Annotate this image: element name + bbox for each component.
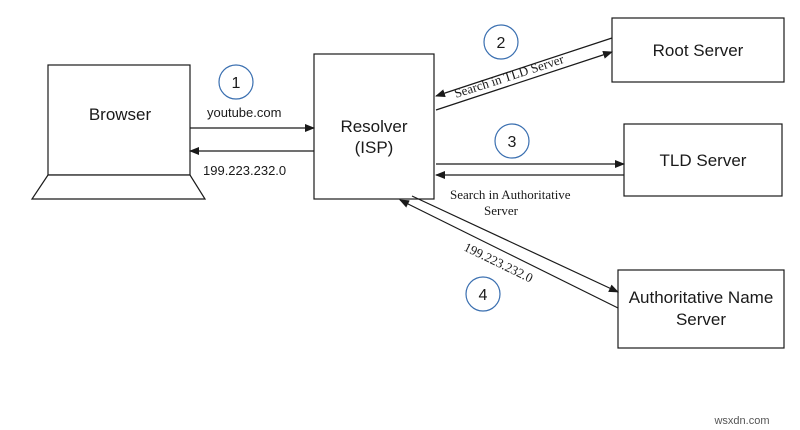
watermark: wsxdn.com — [713, 415, 769, 427]
step-3-number: 3 — [508, 134, 517, 151]
resolver-box: Resolver (ISP) — [313, 53, 435, 200]
tld-server-label: TLD Server — [660, 151, 747, 170]
step-2-number: 2 — [497, 35, 506, 52]
authoritative-server-box: Authoritative Name Server — [617, 269, 785, 349]
arrow-authoritative-to-resolver — [399, 199, 619, 309]
label-search-authoritative: Search in Authoritative — [450, 187, 571, 202]
label-ip-from-authoritative: 199.223.232.0 — [462, 239, 536, 285]
authoritative-server-label: Authoritative Name — [629, 288, 774, 307]
step-1-number: 1 — [232, 75, 241, 92]
authoritative-server-sublabel: Server — [676, 310, 726, 329]
label-ip-to-browser: 199.223.232.0 — [203, 163, 286, 178]
resolver-sublabel: (ISP) — [355, 138, 394, 157]
resolver-label: Resolver — [340, 117, 407, 136]
arrow-root-to-resolver — [435, 37, 613, 97]
browser-screen — [47, 64, 191, 176]
browser-laptop: Browser — [30, 64, 207, 200]
step-2-badge: 2 — [483, 24, 519, 60]
arrow-resolver-to-authoritative — [411, 195, 619, 293]
step-4-badge: 4 — [465, 276, 501, 312]
label-search-authoritative-line2: Server — [484, 203, 519, 218]
root-server-label: Root Server — [653, 41, 744, 60]
laptop-base — [30, 174, 207, 200]
step-4-number: 4 — [479, 287, 488, 304]
root-server-box: Root Server — [611, 17, 785, 83]
step-3-badge: 3 — [494, 123, 530, 159]
label-youtube: youtube.com — [207, 105, 281, 120]
arrow-resolver-to-root — [435, 51, 613, 111]
label-search-tld: Search in TLD Server — [452, 51, 566, 101]
tld-server-box: TLD Server — [623, 123, 783, 197]
browser-label: Browser — [89, 105, 152, 124]
step-1-badge: 1 — [218, 64, 254, 100]
